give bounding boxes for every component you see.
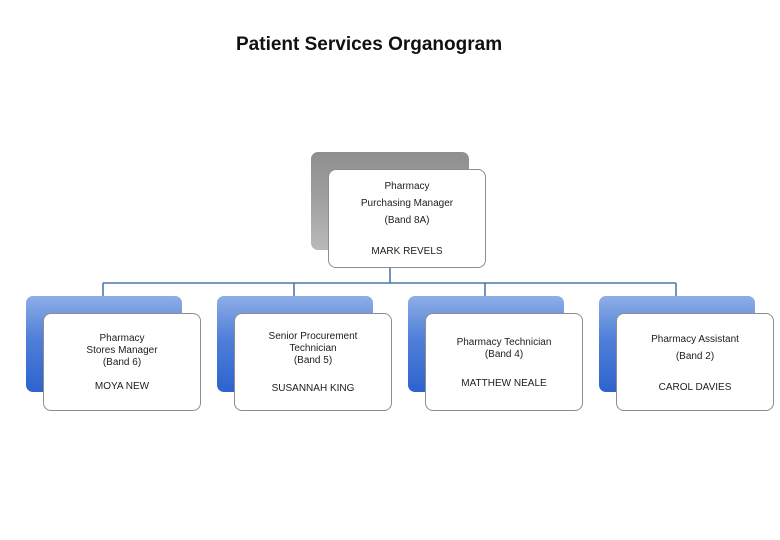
head-name: MARK REVELS [371,246,443,257]
report-card-2: Senior Procurement Technician (Band 5) S… [234,313,392,411]
report-3-role: Pharmacy Technician (Band 4) [426,337,582,361]
report-2-role-line-2: Technician [289,343,337,354]
report-1-band: (Band 6) [102,357,142,368]
report-card-4: Pharmacy Assistant (Band 2) CAROL DAVIES [616,313,774,411]
report-1-role-line-2: Stores Manager [86,345,158,356]
report-3-role-line-1: Pharmacy Technician [456,337,552,348]
head-role-line-2: Purchasing Manager [360,198,454,209]
report-2-name: SUSANNAH KING [271,383,355,394]
report-4-role-line-1: Pharmacy Assistant [651,334,739,345]
head-role-line-1: Pharmacy [384,181,430,192]
report-1-role-line-1: Pharmacy [99,333,145,344]
head-card: Pharmacy Purchasing Manager (Band 8A) MA… [328,169,486,268]
report-3-band: (Band 4) [484,349,524,360]
report-card-1: Pharmacy Stores Manager (Band 6) MOYA NE… [43,313,201,411]
report-2-role-line-1: Senior Procurement [268,331,358,342]
report-1-name: MOYA NEW [94,381,150,392]
report-4-name: CAROL DAVIES [658,382,732,393]
page-title: Patient Services Organogram [236,34,503,55]
report-4-role: Pharmacy Assistant (Band 2) [617,331,773,365]
report-2-role: Senior Procurement Technician (Band 5) [235,331,391,367]
head-band: (Band 8A) [384,215,430,226]
head-role: Pharmacy Purchasing Manager (Band 8A) [329,178,485,229]
report-3-name: MATTHEW NEALE [461,378,547,389]
report-card-3: Pharmacy Technician (Band 4) MATTHEW NEA… [425,313,583,411]
report-1-role: Pharmacy Stores Manager (Band 6) [44,333,200,369]
report-2-band: (Band 5) [293,355,333,366]
report-4-band: (Band 2) [675,351,715,362]
